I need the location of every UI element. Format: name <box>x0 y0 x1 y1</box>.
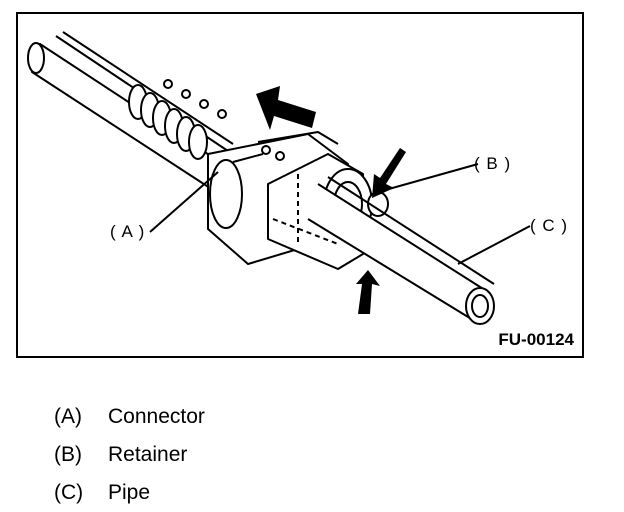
callout-a: ( A ) <box>110 222 146 241</box>
callout-c: ( C ) <box>530 216 569 235</box>
figure-frame: ( A ) ( B ) ( C ) FU-00124 <box>16 12 584 358</box>
leader-line-a <box>149 171 219 233</box>
legend-item-pipe: (C) Pipe <box>54 474 205 512</box>
callout-b: ( B ) <box>474 154 512 173</box>
figure-code: FU-00124 <box>498 330 574 349</box>
legend-name: Connector <box>108 405 205 428</box>
legend: (A) Connector (B) Retainer (C) Pipe <box>54 398 205 512</box>
connector-illustration <box>27 31 531 325</box>
ribbed-section <box>128 79 227 160</box>
press-arrow-top <box>372 148 406 198</box>
legend-item-connector: (A) Connector <box>54 398 205 436</box>
legend-letter: (C) <box>54 481 84 504</box>
leader-line-b <box>377 163 479 193</box>
press-arrow-bottom <box>356 270 380 314</box>
slide-direction-arrow <box>256 86 316 130</box>
legend-letter: (A) <box>54 405 82 428</box>
leader-line-c <box>457 225 531 265</box>
legend-letter: (B) <box>54 443 82 466</box>
legend-item-retainer: (B) Retainer <box>54 436 205 474</box>
legend-name: Retainer <box>108 443 188 466</box>
pipe <box>307 176 495 325</box>
legend-name: Pipe <box>108 481 151 504</box>
